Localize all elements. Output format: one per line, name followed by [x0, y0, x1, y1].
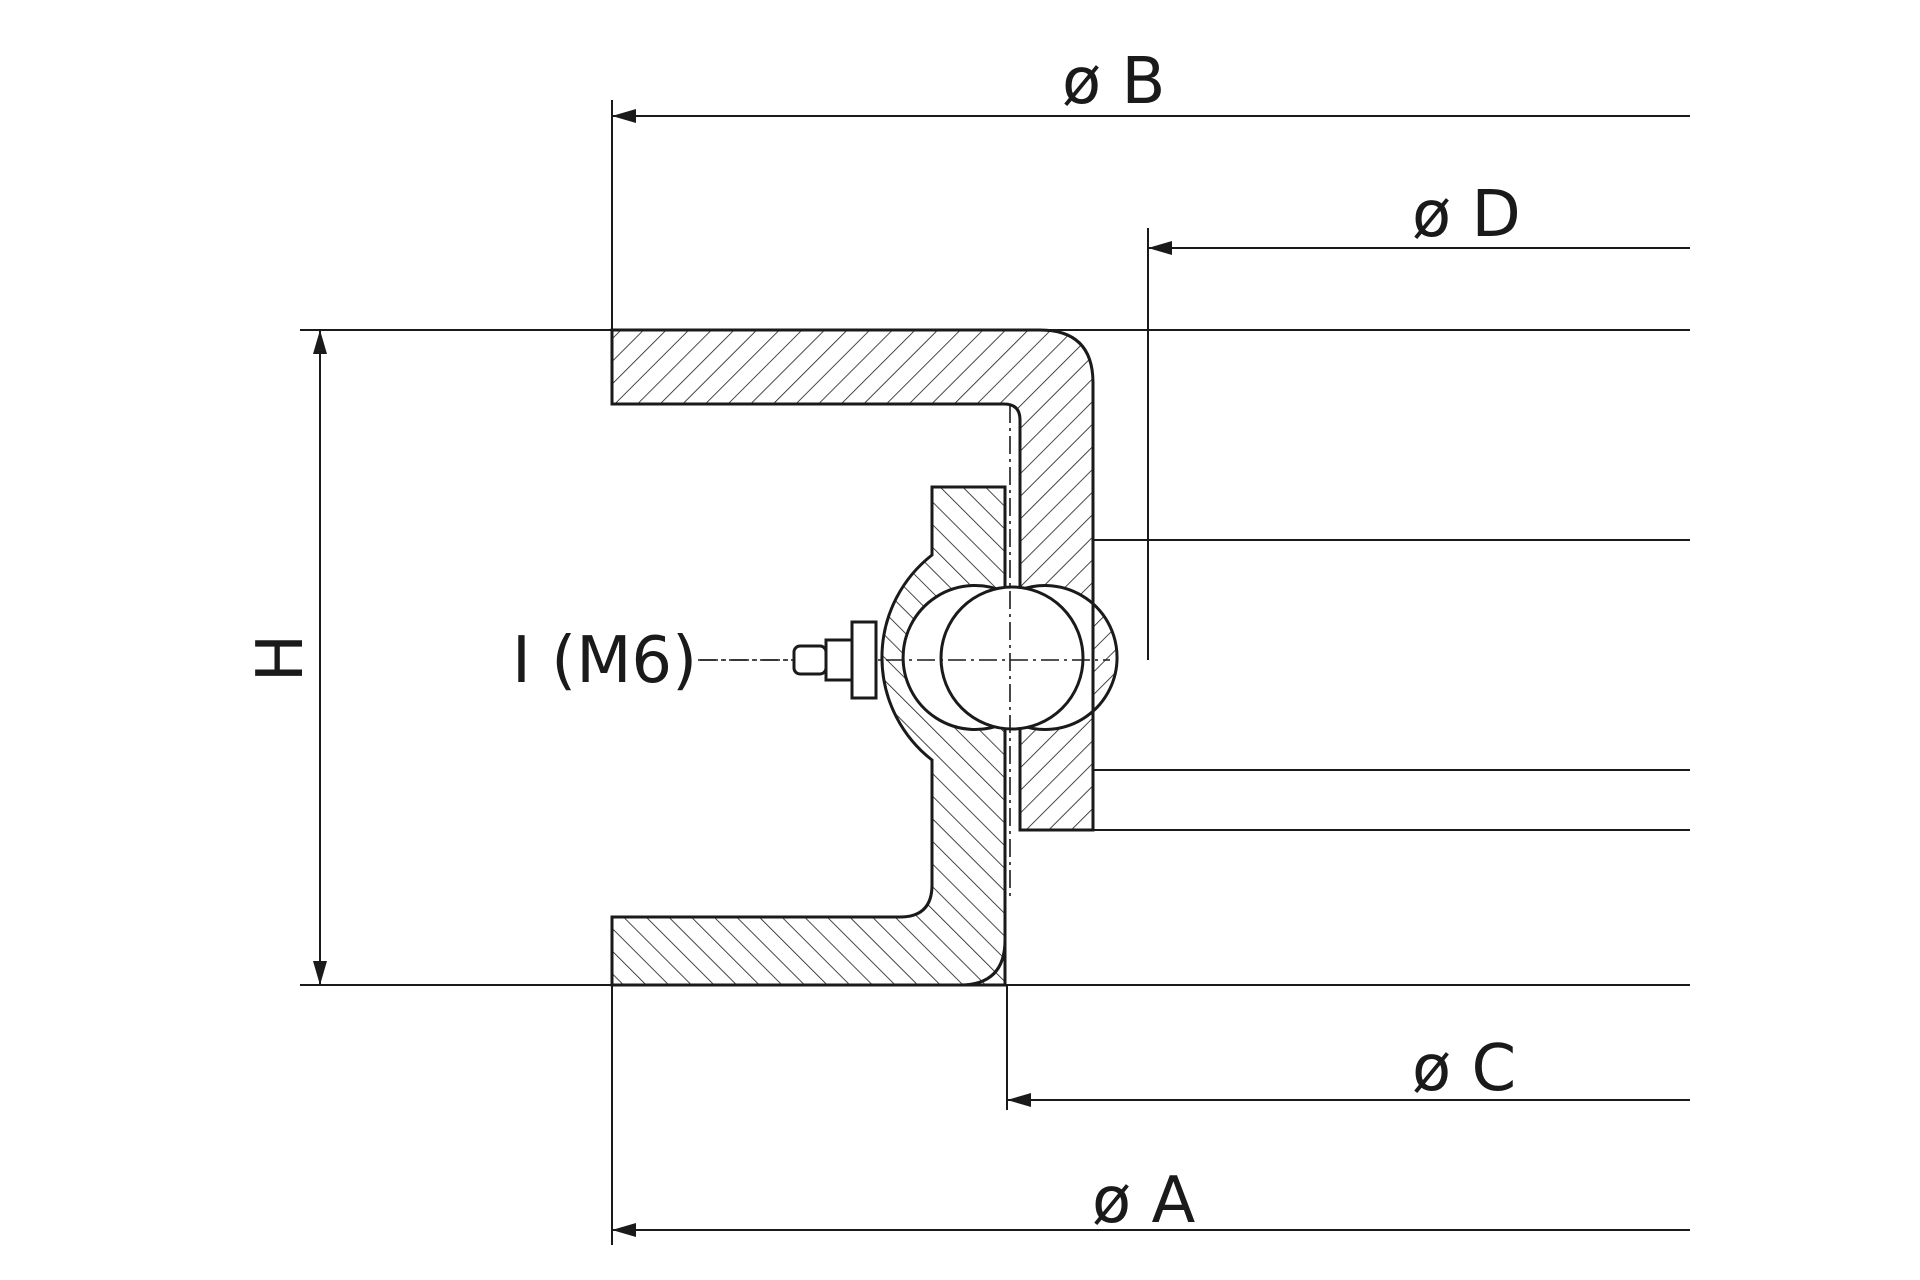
- label-dim-h: H: [244, 634, 318, 682]
- outer-ring-section: [610, 328, 1119, 832]
- arrow-b-icon: [612, 109, 636, 123]
- ball-bearing: [939, 585, 1085, 731]
- extension-lines: [300, 100, 1149, 1245]
- grease-nipple-icon: [792, 620, 878, 700]
- arrow-d-icon: [1148, 241, 1172, 255]
- arrow-c-icon: [1007, 1093, 1031, 1107]
- label-dim-c: ø C: [1412, 1032, 1516, 1106]
- dimension-lines: [313, 109, 1690, 1237]
- label-lube-port: I (M6): [512, 624, 697, 698]
- inner-ring-section: [610, 485, 1007, 987]
- label-dim-b: ø B: [1062, 45, 1165, 119]
- label-dim-d: ø D: [1412, 178, 1521, 252]
- arrow-h-top-icon: [313, 330, 327, 354]
- label-dim-a: ø A: [1092, 1164, 1196, 1238]
- arrow-a-icon: [612, 1223, 636, 1237]
- arrow-h-bottom-icon: [313, 961, 327, 985]
- ring-body-lines: [612, 329, 1690, 986]
